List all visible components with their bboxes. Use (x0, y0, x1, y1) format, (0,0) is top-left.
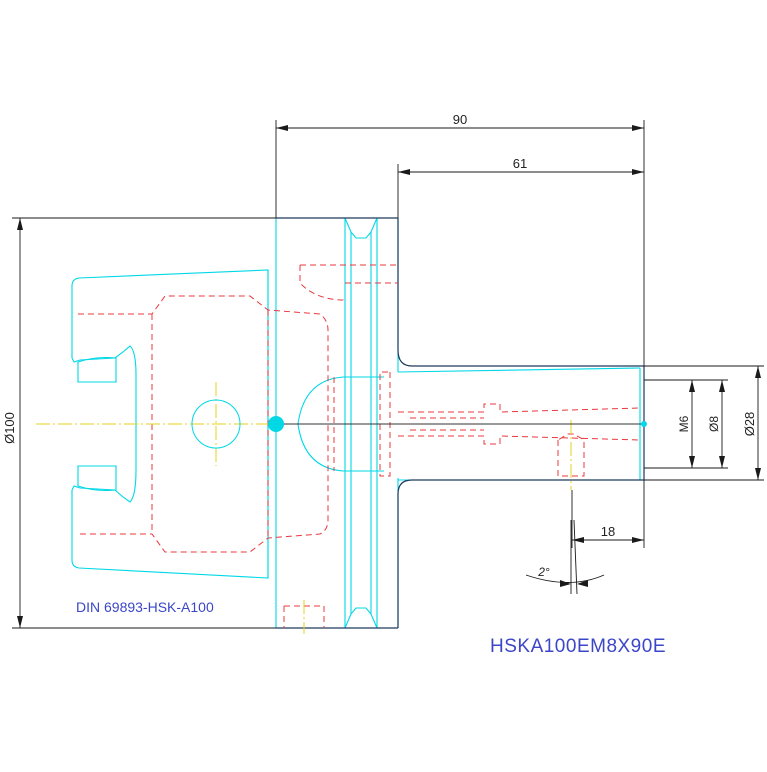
arrow-90-right (632, 125, 644, 131)
pin-hole-circle (191, 399, 241, 449)
arrow-18-left (572, 537, 584, 543)
dimension-arrows (17, 125, 761, 628)
dim-angle-ext-b (573, 519, 578, 595)
dim-d100-label: Ø100 (2, 412, 17, 444)
hidden-top-groove (300, 264, 398, 284)
arrow-angle-left (560, 580, 571, 587)
dim-18-label: 18 (601, 524, 615, 539)
hsk-upper-keyway (77, 356, 117, 383)
v-groove-bottom (344, 607, 378, 629)
hidden-top-pocket (299, 265, 346, 301)
arrow-d8-top (719, 380, 725, 392)
dim-61-label: 61 (513, 156, 527, 171)
hsk-lower-keyway (77, 465, 117, 492)
hidden-bore-inner (333, 371, 391, 477)
standard-label: DIN 69893-HSK-A100 (76, 599, 214, 615)
arrow-61-right (632, 169, 644, 175)
hidden-side-screw (557, 433, 585, 477)
part-number-label: HSKA100EM8X90E (490, 636, 666, 657)
arrow-61-left (398, 169, 410, 175)
hidden-lines (78, 264, 641, 628)
shank-profile (397, 218, 645, 628)
arrow-d28-bottom (755, 468, 761, 480)
arrow-angle-right (577, 580, 588, 587)
hsk-taper-outline (71, 217, 641, 629)
hidden-taper-bore (78, 295, 329, 553)
arrow-d8-bottom (719, 456, 725, 468)
dim-angle-label: 2° (537, 565, 550, 579)
dim-d28-label: Ø28 (742, 412, 757, 437)
arrow-18-right (632, 537, 644, 543)
arrow-m6-bottom (689, 456, 695, 468)
hidden-bottom-pocket (283, 605, 325, 628)
arrow-d100-bottom (17, 616, 23, 628)
arrow-d28-top (755, 366, 761, 378)
shank-top-edge-cyan (397, 367, 641, 373)
end-origin-marker (641, 421, 647, 427)
centerlines (36, 382, 572, 634)
dim-m6-label: M6 (677, 415, 691, 432)
dim-angle-arc (525, 574, 605, 583)
center-origin-marker (268, 416, 284, 432)
v-groove-top (344, 217, 378, 239)
shank-body-outline (276, 217, 645, 629)
dim-90-label: 90 (453, 112, 467, 127)
dim-d8-label: Ø8 (707, 416, 721, 432)
arrow-d100-top (17, 218, 23, 230)
hsk-taper-body (71, 269, 269, 579)
hidden-screw-hole (398, 403, 641, 445)
arrow-m6-top (689, 380, 695, 392)
arrow-90-left (276, 125, 288, 131)
dimension-lines (12, 120, 764, 629)
